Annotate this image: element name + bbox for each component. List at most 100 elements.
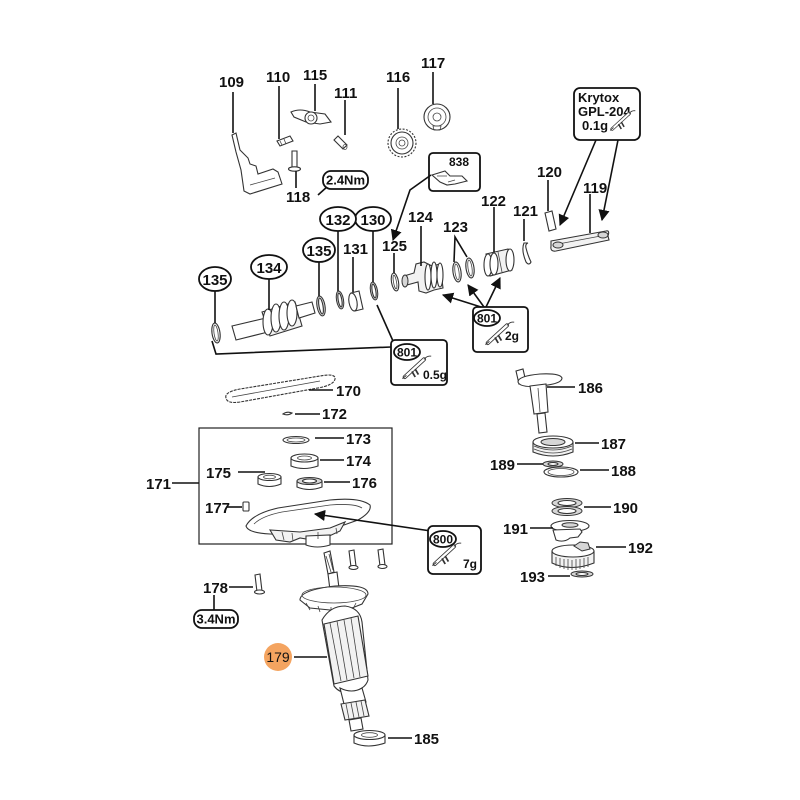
leader-801-b-to-124 <box>441 292 482 308</box>
label-135-right[interactable]: 135 <box>306 243 331 260</box>
label-185[interactable]: 185 <box>414 731 439 748</box>
label-178[interactable]: 178 <box>203 580 228 597</box>
label-111[interactable]: 111 <box>334 85 357 102</box>
label-125[interactable]: 125 <box>382 238 407 255</box>
label-109[interactable]: 109 <box>219 74 244 91</box>
part-185-bearing[interactable] <box>353 729 386 747</box>
label-132[interactable]: 132 <box>325 212 350 229</box>
label-189[interactable]: 189 <box>490 457 515 474</box>
label-118[interactable]: 118 <box>286 189 310 206</box>
label-119[interactable]: 119 <box>583 180 607 197</box>
part-188-washer[interactable] <box>543 466 579 478</box>
label-187[interactable]: 187 <box>601 436 626 453</box>
torque-badge-178 <box>193 609 239 629</box>
label-176[interactable]: 176 <box>352 475 377 492</box>
label-117[interactable]: 117 <box>421 55 445 72</box>
label-123[interactable]: 123 <box>443 219 468 236</box>
label-130[interactable]: 130 <box>360 212 385 229</box>
part-192-gear[interactable] <box>551 541 595 570</box>
part-173-washer[interactable] <box>282 435 310 445</box>
torque-value-178: 3.4Nm <box>196 612 235 627</box>
torque-value-118: 2.4Nm <box>326 173 365 188</box>
part-124-striker[interactable] <box>401 261 444 294</box>
label-121[interactable]: 121 <box>513 203 538 220</box>
label-193[interactable]: 193 <box>520 569 545 586</box>
assembly-frame-171 <box>198 427 393 545</box>
part-171-bearing-plate[interactable] <box>245 498 371 548</box>
part-131-sleeve[interactable] <box>347 290 364 312</box>
part-191-clutch-plate[interactable] <box>550 519 590 542</box>
part-135-ring-right[interactable] <box>315 295 326 317</box>
part-172-clip[interactable] <box>281 411 294 416</box>
label-191[interactable]: 191 <box>503 521 528 538</box>
label-170[interactable]: 170 <box>336 383 361 400</box>
label-171[interactable]: 171 <box>146 476 171 493</box>
part-120-pin[interactable] <box>544 210 557 232</box>
label-circle-134 <box>250 254 288 280</box>
part-123-o-rings[interactable] <box>452 257 476 283</box>
label-circle-135-left <box>198 266 232 292</box>
callout-801-b-badge <box>473 309 501 327</box>
part-175-bearing[interactable] <box>257 472 282 488</box>
callout-krytox: Krytox GPL-204 0.1g <box>573 87 641 141</box>
part-122-cylinder-sleeve[interactable] <box>483 248 515 277</box>
label-131[interactable]: 131 <box>343 241 368 258</box>
label-173[interactable]: 173 <box>346 431 371 448</box>
part-187-bearing[interactable] <box>532 435 574 457</box>
part-189-ring[interactable] <box>542 460 564 468</box>
callout-801-2g: 801 2g <box>472 306 529 353</box>
label-circle-132 <box>319 206 357 232</box>
label-115[interactable]: 115 <box>303 67 327 84</box>
label-110[interactable]: 110 <box>266 69 290 86</box>
part-132-ring[interactable] <box>335 290 345 310</box>
label-192[interactable]: 192 <box>628 540 653 557</box>
part-117-disc[interactable] <box>423 103 451 131</box>
label-124[interactable]: 124 <box>408 209 434 226</box>
label-179[interactable]: 179 <box>266 649 290 665</box>
part-176-seal[interactable] <box>296 477 323 491</box>
label-174[interactable]: 174 <box>346 453 372 470</box>
label-177[interactable]: 177 <box>205 500 230 517</box>
callout-800-amount: 7g <box>463 557 477 571</box>
part-177-pin[interactable] <box>242 501 250 512</box>
label-135-left[interactable]: 135 <box>202 272 227 289</box>
callout-801-a-amount: 0.5g <box>423 368 447 382</box>
part-119-connecting-bar[interactable] <box>550 230 610 252</box>
part-174-bearing[interactable] <box>290 453 319 470</box>
label-134[interactable]: 134 <box>256 260 282 277</box>
label-186[interactable]: 186 <box>578 380 603 397</box>
part-186-shaft[interactable] <box>515 368 563 434</box>
part-130-ring[interactable] <box>369 281 379 301</box>
tool-kit-icon <box>430 170 469 186</box>
label-116[interactable]: 116 <box>386 69 410 86</box>
leader-123 <box>453 234 468 263</box>
label-172[interactable]: 172 <box>322 406 347 423</box>
part-135-ring-left[interactable] <box>211 322 222 344</box>
part-121-circlip[interactable] <box>522 242 532 265</box>
part-115-lever[interactable] <box>290 109 332 125</box>
label-188[interactable]: 188 <box>611 463 636 480</box>
callout-801-b-amount: 2g <box>505 329 519 343</box>
part-178-screw[interactable] <box>253 573 266 595</box>
callout-800-badge <box>429 530 457 548</box>
callout-801-a-code: 801 <box>397 346 417 360</box>
part-193-washer[interactable] <box>570 570 594 578</box>
part-110-screw-pin[interactable] <box>276 135 294 147</box>
part-111-pin[interactable] <box>333 135 348 150</box>
callout-838-code: 838 <box>449 155 469 169</box>
label-122[interactable]: 122 <box>481 193 506 210</box>
part-190-clutch-ring[interactable] <box>551 498 583 516</box>
part-170-belt[interactable] <box>225 374 336 404</box>
part-118-screw[interactable] <box>287 150 302 172</box>
part-125-ring[interactable] <box>390 272 400 292</box>
label-190[interactable]: 190 <box>613 500 638 517</box>
part-116-toothed-wheel[interactable] <box>387 128 417 158</box>
label-175[interactable]: 175 <box>206 465 231 482</box>
label-120[interactable]: 120 <box>537 164 562 181</box>
label-highlight-179 <box>264 643 292 671</box>
part-134-tool-holder-shaft[interactable] <box>231 299 316 341</box>
part-179-armature[interactable] <box>299 550 370 732</box>
leader-krytox-a <box>558 139 597 227</box>
part-109-bracket[interactable] <box>231 132 283 195</box>
